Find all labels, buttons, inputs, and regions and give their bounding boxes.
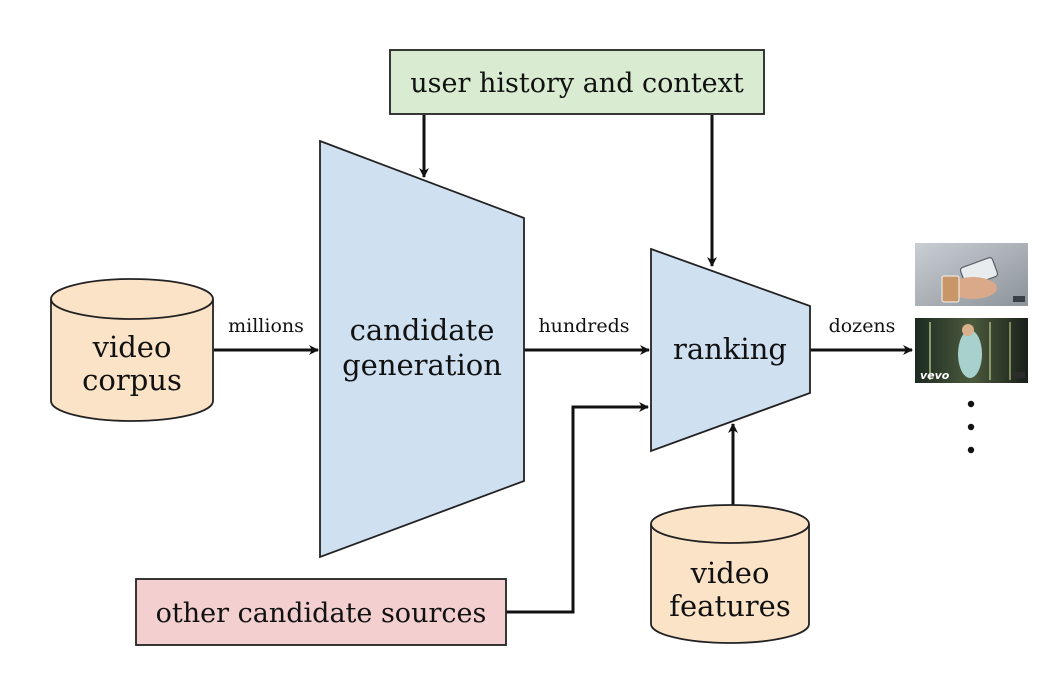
ellipsis-dot — [967, 423, 975, 431]
other-sources-label: other candidate sources — [156, 598, 487, 629]
ranking-label: ranking — [673, 332, 787, 366]
user-history-context-label: user history and context — [410, 68, 744, 99]
edge-ranking-to-output: dozens — [810, 315, 913, 355]
other-sources-box — [135, 578, 507, 646]
video-features-node: video features — [650, 504, 810, 644]
video-features-label-line1: video — [690, 556, 770, 590]
video-corpus-cylinder-body — [50, 299, 214, 422]
video-features-cylinder-top — [650, 504, 810, 544]
video-corpus-label-line1: video — [92, 330, 172, 364]
edge-label-dozens: dozens — [829, 315, 896, 337]
candidate-generation-node: candidate generation — [319, 139, 525, 559]
edge-corpus-to-generation: millions — [214, 315, 319, 355]
edge-generation-to-ranking: hundreds — [524, 315, 650, 355]
edge-label-millions: millions — [228, 315, 304, 337]
output-thumbnails: vevo — [915, 243, 1028, 454]
duration-badge — [1013, 296, 1025, 302]
other-sources-node: other candidate sources — [135, 578, 507, 646]
coffee-cup-shape — [941, 275, 960, 303]
candidate-generation-label-line2: generation — [342, 348, 502, 382]
user-history-context-node: user history and context — [389, 49, 765, 115]
ranking-node: ranking — [650, 247, 811, 453]
edge-label-hundreds: hundreds — [538, 315, 629, 337]
dancer-video-thumbnail: vevo — [915, 318, 1028, 383]
arrow-sources-to-ranking — [506, 402, 649, 614]
video-corpus-node: video corpus — [50, 278, 214, 422]
dancer-figure — [958, 330, 982, 378]
ellipsis-dot — [967, 446, 975, 454]
video-features-label-line2: features — [669, 589, 790, 623]
video-corpus-label-line2: corpus — [82, 363, 182, 397]
candidate-generation-label-line1: candidate — [350, 313, 495, 347]
dancer-head — [962, 324, 974, 336]
user-history-context-box — [389, 49, 765, 115]
video-features-cylinder-body — [650, 524, 810, 644]
vevo-watermark: vevo — [920, 369, 950, 382]
hand-shape — [949, 277, 997, 299]
ranking-funnel — [650, 247, 811, 453]
hand-with-phone-thumbnail — [915, 243, 1028, 306]
ellipsis-dot — [967, 400, 975, 408]
video-corpus-cylinder-top — [50, 278, 214, 320]
candidate-generation-funnel — [319, 139, 525, 559]
duration-badge — [1013, 372, 1025, 378]
